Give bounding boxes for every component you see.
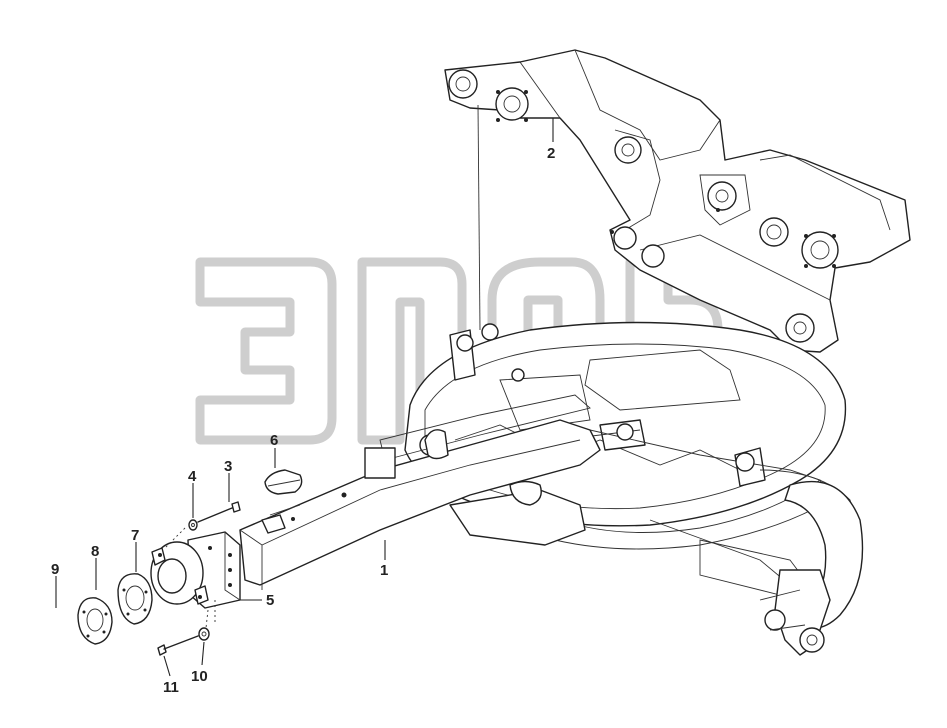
washer-item-10 <box>198 627 210 641</box>
callout-4: 4 <box>188 468 197 485</box>
callout-11: 11 <box>163 679 179 696</box>
bolt-item-11 <box>157 635 199 656</box>
gasket-item-9 <box>77 597 113 645</box>
callout-6: 6 <box>270 432 278 449</box>
assembly-guides <box>164 527 216 629</box>
callout-1: 1 <box>380 562 388 579</box>
callout-2: 2 <box>547 145 555 162</box>
upper-frame-assembly <box>444 49 911 353</box>
bolt-item-3 <box>197 501 241 523</box>
gasket-item-8 <box>117 573 153 625</box>
callout-8: 8 <box>91 543 99 560</box>
callout-3: 3 <box>224 458 232 475</box>
callout-labels: 1 2 3 4 5 6 7 8 9 10 11 <box>51 145 555 696</box>
lower-right-assembly <box>699 480 864 656</box>
drawbar-tongue <box>239 394 601 590</box>
callout-10: 10 <box>191 668 208 685</box>
callout-7: 7 <box>131 527 139 544</box>
pad-item-6 <box>264 469 303 495</box>
callout-leaders <box>55 118 554 677</box>
flange-item-7 <box>150 541 209 605</box>
callout-5: 5 <box>266 592 274 609</box>
washer-item-4 <box>188 519 198 531</box>
callout-9: 9 <box>51 561 59 578</box>
